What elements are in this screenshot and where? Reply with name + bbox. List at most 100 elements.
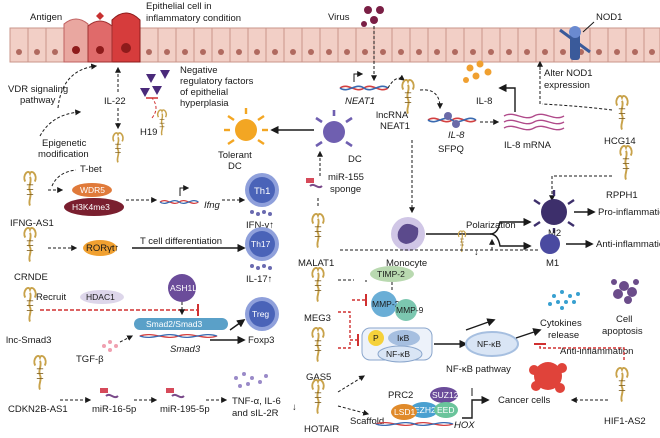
svg-text:MMP-9: MMP-9 xyxy=(396,305,424,315)
svg-text:IκB: IκB xyxy=(397,333,410,343)
malat1-lncrna-icon xyxy=(311,212,325,249)
epithelial-label-line1: Epithelial cell in xyxy=(146,1,211,12)
smad3-gene-dna xyxy=(138,333,219,339)
ifng-gene-label: Ifng xyxy=(204,200,221,211)
ifng-as1-label: IFNG-AS1 xyxy=(10,218,54,229)
prc2-label: PRC2 xyxy=(388,390,413,401)
cancer-cells-label: Cancer cells xyxy=(498,395,551,406)
hif1-as2-label: HIF1-AS2 xyxy=(604,416,646,427)
cdkn2b-lncrna-icon xyxy=(33,354,47,391)
scaffold-label: Scaffold xyxy=(350,416,384,427)
meg3-lncrna-icon xyxy=(311,266,325,303)
neg-reg-line4: hyperplasia xyxy=(180,98,229,109)
alter-nod1-line2: expression xyxy=(544,80,590,91)
alter-nod1-line1: Alter NOD1 xyxy=(544,68,593,79)
svg-text:LSD1: LSD1 xyxy=(394,407,416,417)
il8-dots xyxy=(463,60,492,83)
epithelial-label-line2: inflammatory condition xyxy=(146,13,241,24)
mir16-label: miR-16-5p xyxy=(92,404,136,415)
svg-text:SUZ12: SUZ12 xyxy=(432,390,459,400)
crnde-lncrna-icon xyxy=(23,226,37,263)
sfpq-label: SFPQ xyxy=(438,144,464,155)
hotair-lncrna-icon xyxy=(311,378,325,415)
svg-text:ASH1L: ASH1L xyxy=(170,283,197,293)
svg-text:Smad2/Smad3: Smad2/Smad3 xyxy=(146,319,202,329)
svg-text:NF-κB: NF-κB xyxy=(386,349,410,359)
pro-inflammation-label: Pro-inflammation xyxy=(598,207,660,218)
svg-text:MMP-2: MMP-2 xyxy=(372,299,400,309)
mmp2-badge: MMP-2 xyxy=(371,291,400,317)
inflamed-cell-left xyxy=(63,18,89,63)
svg-text:NF-κB: NF-κB xyxy=(477,339,501,349)
malat1-down-arrow: ↓ xyxy=(474,247,479,258)
svg-text:EED: EED xyxy=(437,405,454,415)
rpph1-label: RPPH1 xyxy=(606,190,638,201)
il8-mrna-icon xyxy=(503,113,565,131)
svg-text:EZH2: EZH2 xyxy=(414,405,436,415)
il17-dots xyxy=(250,264,272,270)
tolerant-dc-line2: DC xyxy=(228,161,242,172)
epigenetic-label-line2: modification xyxy=(38,149,89,160)
mmp9-badge: MMP-9 xyxy=(395,299,424,321)
th17-cell: Th17 xyxy=(245,227,279,261)
ifng-gene-dna xyxy=(159,199,200,205)
nod1-receptor-icon xyxy=(559,26,591,60)
cytokine-dots xyxy=(548,290,580,310)
rorgt-badge xyxy=(83,240,117,256)
foxp3-label: Foxp3 xyxy=(248,335,274,346)
hcg14-lncrna-icon xyxy=(615,94,629,131)
tolerant-dc-icon xyxy=(224,108,268,145)
ash1l-badge: ASH1L xyxy=(168,274,197,302)
svg-text:P: P xyxy=(373,333,379,343)
t-cell-diff-label: T cell differentiation xyxy=(140,236,222,247)
h3k4me3-badge: H3K4me3 xyxy=(64,198,124,216)
dc-label: DC xyxy=(348,154,362,165)
malat1-label: MALAT1 xyxy=(298,258,334,269)
h19-label: H19 xyxy=(140,127,157,138)
tolerant-dc-line1: Tolerant xyxy=(218,150,252,161)
nfkb-free: NF-κB xyxy=(465,331,519,357)
gas5-label: GAS5 xyxy=(306,372,331,383)
svg-text:Treg: Treg xyxy=(252,309,269,319)
th1-cell: Th1 xyxy=(245,173,279,207)
apoptosis-cell xyxy=(611,279,639,304)
anti-inflammation-2-label: Anti-inflammation xyxy=(560,346,633,357)
treg-cell: Treg xyxy=(245,297,279,331)
tgf-beta-label: TGF-β xyxy=(76,354,104,365)
recruit-label: Recruit xyxy=(36,292,66,303)
mir155-line2: sponge xyxy=(330,184,361,195)
antigen-label: Antigen xyxy=(30,12,62,23)
il22-label: IL-22 xyxy=(104,96,126,107)
wdr5-badge: WDR5 xyxy=(72,183,112,197)
hif1-as2-lncrna-icon xyxy=(615,366,629,403)
svg-text:HDAC1: HDAC1 xyxy=(86,292,115,302)
smad-complex-bar: Smad2/Smad3 xyxy=(134,318,228,330)
vdr-label-line1: VDR signaling xyxy=(8,84,68,95)
ifn-gamma-dots xyxy=(250,210,272,216)
svg-text:Th1: Th1 xyxy=(254,186,270,197)
il8-top-label: IL-8 xyxy=(476,96,492,107)
mir155-line1: miR-155 xyxy=(328,172,364,183)
ifn-gamma-label: IFN-γ↑ xyxy=(246,220,274,231)
il8-gene-dna xyxy=(427,117,477,123)
ifng-as1-lncrna-icon xyxy=(23,170,37,207)
tnf-down-arrow: ↓ xyxy=(292,402,297,413)
cell-apoptosis-line1: Cell xyxy=(616,314,632,325)
il8-gene-label: IL-8 xyxy=(448,130,465,141)
neg-reg-line1: Negative xyxy=(180,65,218,76)
anti-inflammation-1-label: Anti-inflammation xyxy=(596,239,660,250)
cancer-cells-icon xyxy=(529,362,567,393)
tgf-beta-dots xyxy=(102,340,118,352)
hox-gene-label: HOX xyxy=(454,420,475,431)
m1-macrophage xyxy=(540,234,560,254)
lnc-smad3-lncrna-icon xyxy=(23,286,37,323)
neg-reg-line2: regulatory factors xyxy=(180,76,254,87)
nfkb-ikb-complex: P IκB NF-κB xyxy=(361,327,433,363)
smad3-gene-label: Smad3 xyxy=(170,344,201,355)
rpph1-lncrna-icon xyxy=(619,144,633,181)
mir195-icon xyxy=(166,388,185,399)
m2-macrophage xyxy=(533,190,575,233)
dc-icon xyxy=(315,110,353,148)
svg-text:H3K4me3: H3K4me3 xyxy=(72,202,110,212)
